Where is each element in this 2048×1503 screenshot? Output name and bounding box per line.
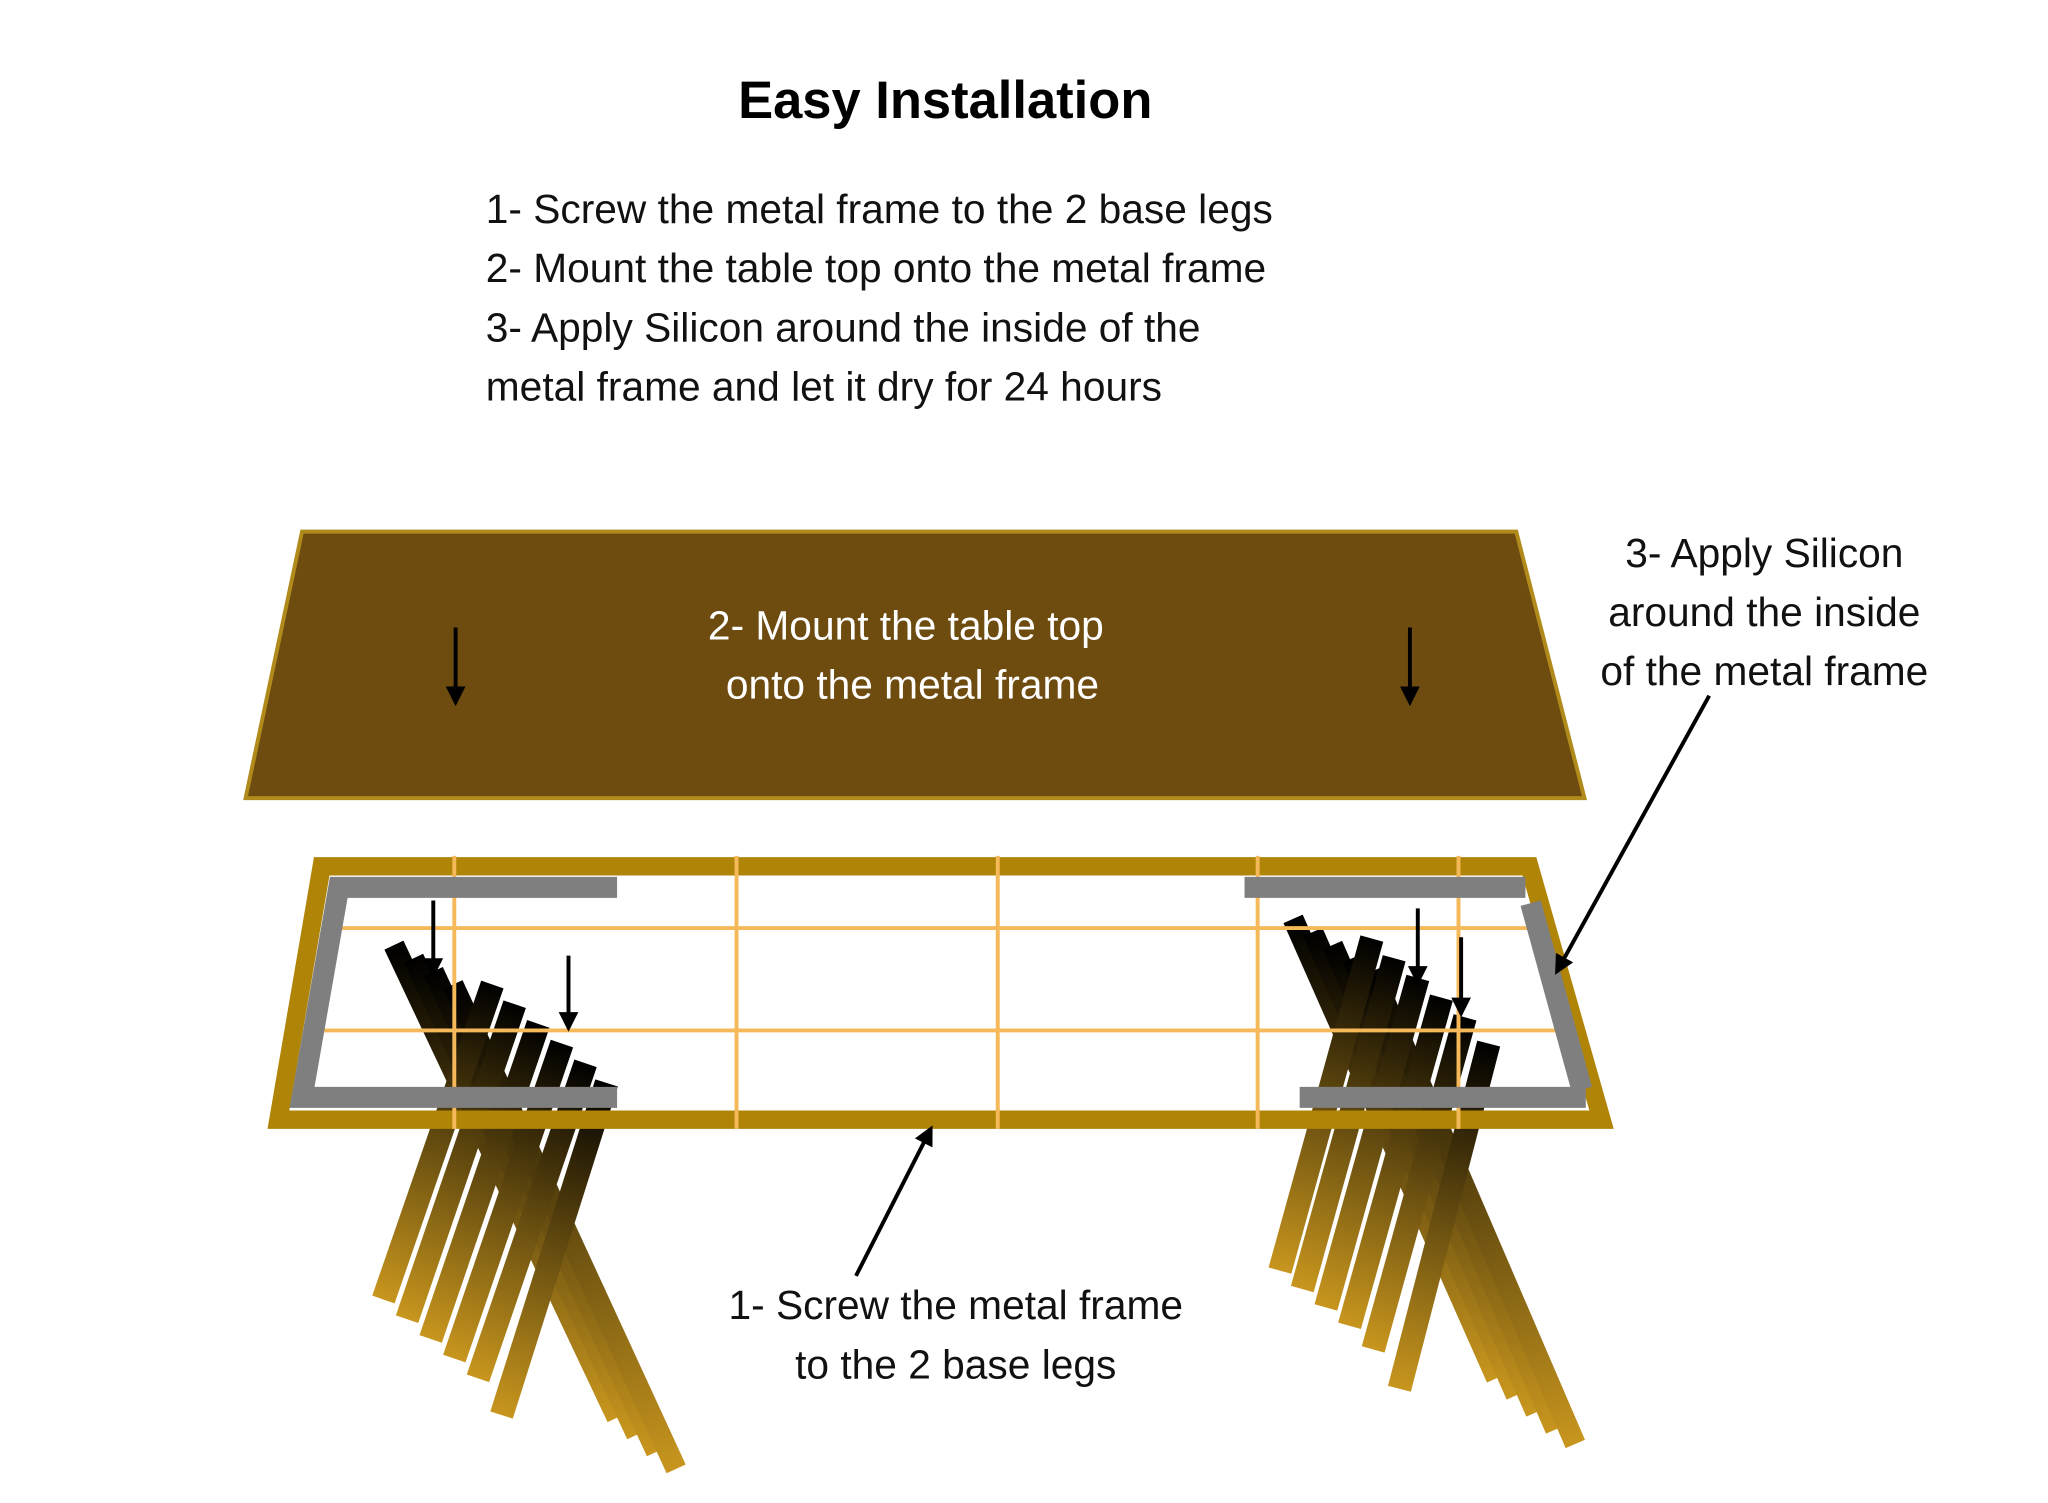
left-bracket <box>289 876 618 1108</box>
legs-label-2: to the 2 base legs <box>795 1341 1116 1387</box>
gray-brackets <box>289 876 1593 1108</box>
leg-bar <box>1314 974 1430 1311</box>
pointer-arrow-icon <box>854 1125 933 1277</box>
frame-grid <box>315 855 1565 1129</box>
leg-bar <box>490 1079 618 1419</box>
instruction-3: 3- Apply Silicon around the inside of th… <box>486 304 1201 350</box>
leg-bar <box>372 980 504 1304</box>
right-bracket-side <box>1520 900 1593 1093</box>
tabletop-label-2: onto the metal frame <box>726 661 1099 707</box>
page-title: Easy Installation <box>738 71 1152 130</box>
leg-bar <box>466 1059 597 1383</box>
silicon-label-2: around the inside <box>1608 589 1920 635</box>
leg-bar <box>395 1000 526 1324</box>
instruction-1: 1- Screw the metal frame to the 2 base l… <box>486 186 1273 232</box>
instruction-list: 1- Screw the metal frame to the 2 base l… <box>486 186 1273 409</box>
base-legs <box>372 914 1585 1474</box>
table-top <box>243 529 1588 801</box>
silicon-label-3: of the metal frame <box>1600 648 1928 694</box>
metal-frame <box>267 857 1614 1129</box>
legs-label-1: 1- Screw the metal frame <box>728 1282 1183 1328</box>
instruction-3-cont: metal frame and let it dry for 24 hours <box>486 363 1162 409</box>
instruction-2: 2- Mount the table top onto the metal fr… <box>486 245 1266 291</box>
silicon-label-1: 3- Apply Silicon <box>1625 530 1903 576</box>
tabletop-label-1: 2- Mount the table top <box>708 602 1104 648</box>
leg-bar <box>1338 994 1453 1329</box>
pointer-arrow-icon <box>1555 694 1711 975</box>
